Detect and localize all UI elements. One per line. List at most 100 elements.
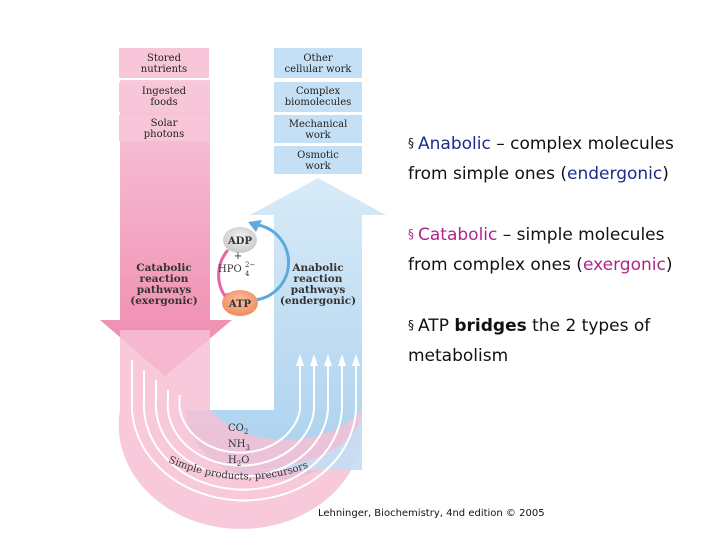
- svg-text:Anabolic: Anabolic: [291, 262, 343, 274]
- bullet-list: §Anabolic – complex molecules from simpl…: [408, 128, 708, 401]
- hpo-label: HPO: [218, 264, 242, 275]
- svg-text:H2O: H2O: [228, 455, 249, 468]
- bottom-curved-arrows: [130, 354, 360, 502]
- hpo-charge: 2−: [245, 261, 255, 269]
- box-osmotic-line2: work: [305, 161, 331, 172]
- svg-text:4: 4: [245, 270, 250, 278]
- citation: Lehninger, Biochemistry, 4nd edition © 2…: [318, 508, 545, 519]
- catabolic-arrow: [100, 80, 232, 376]
- svg-text:(endergonic): (endergonic): [280, 295, 356, 307]
- catabolic-label: Catabolic reaction pathways (exergonic): [130, 262, 197, 307]
- term-exergonic: exergonic: [582, 255, 666, 275]
- svg-text:Stored: Stored: [147, 53, 182, 64]
- anabolic-line4: (endergonic): [280, 295, 356, 307]
- svg-text:nutrients: nutrients: [141, 64, 187, 75]
- box-solar-photons-line2: photons: [144, 129, 184, 140]
- svg-text:foods: foods: [150, 97, 177, 108]
- co2-sub: 2: [244, 428, 248, 436]
- plus-sign: +: [234, 251, 242, 262]
- term-bridges: bridges: [454, 316, 527, 336]
- svg-text:pathways: pathways: [137, 284, 192, 296]
- anabolic-label: Anabolic reaction pathways (endergonic): [280, 262, 356, 307]
- box-other-cellular-work: [274, 48, 362, 78]
- box-mechanical-work: [274, 115, 362, 143]
- atp-desc-start: ATP: [418, 316, 455, 336]
- box-other-line1: Other: [303, 53, 333, 64]
- svg-text:NH3: NH3: [228, 439, 250, 452]
- anabolic-line3: pathways: [291, 284, 346, 296]
- bullet-anabolic: §Anabolic – complex molecules from simpl…: [408, 128, 708, 189]
- svg-text:Catabolic: Catabolic: [136, 262, 192, 274]
- term-catabolic: Catabolic: [418, 225, 498, 245]
- svg-text:photons: photons: [144, 129, 184, 140]
- atp-circle: [222, 290, 258, 316]
- atp-desc-end: the 2 types of metabolism: [408, 316, 651, 366]
- box-complex-biomolecules: [274, 82, 362, 112]
- cycle-arrow-left: [217, 249, 230, 301]
- co2-main: CO: [228, 423, 244, 434]
- adp-circle: [223, 227, 257, 253]
- svg-text:ADP: ADP: [227, 236, 252, 247]
- anabolic-line2: reaction: [294, 273, 343, 285]
- h2o-main: H: [228, 455, 237, 466]
- box-complex-line1: Complex: [296, 86, 341, 97]
- h2o-sub: 2: [237, 460, 241, 468]
- svg-text:work: work: [305, 130, 331, 141]
- bullet-marker-icon: §: [408, 318, 414, 332]
- box-ingested-foods-line1: Ingested: [142, 86, 187, 97]
- svg-text:Other: Other: [303, 53, 333, 64]
- adp-label: ADP: [227, 236, 252, 247]
- box-stored-nutrients-line1: Stored: [147, 53, 182, 64]
- term-endergonic: endergonic: [567, 164, 663, 184]
- right-product-boxes: Other cellular work Complex biomolecules…: [274, 48, 362, 174]
- bullet-catabolic: §Catabolic – simple molecules from compl…: [408, 219, 708, 280]
- svg-text:HPO: HPO: [218, 264, 242, 275]
- cycle-arrow-right: [254, 223, 291, 302]
- box-solar-photons: [119, 115, 209, 141]
- svg-text:CO2: CO2: [228, 423, 248, 436]
- svg-text:Complex: Complex: [296, 86, 341, 97]
- nh3-main: NH: [228, 439, 246, 450]
- svg-text:biomolecules: biomolecules: [285, 97, 352, 108]
- svg-text:cellular work: cellular work: [285, 64, 353, 75]
- box-osmotic-work: [274, 146, 362, 174]
- svg-text:Solar: Solar: [151, 118, 178, 129]
- svg-text:Ingested: Ingested: [142, 86, 187, 97]
- bullet-marker-icon: §: [408, 136, 414, 150]
- svg-text:ATP: ATP: [228, 299, 252, 310]
- anabolic-close: ): [662, 164, 669, 184]
- anabolic-arrow: [186, 178, 386, 480]
- svg-text:+: +: [234, 251, 242, 262]
- box-stored-nutrients-line2: nutrients: [141, 64, 187, 75]
- svg-text:2−: 2−: [245, 261, 255, 269]
- box-ingested-foods-line2: foods: [150, 97, 177, 108]
- catabolic-close: ): [665, 255, 673, 275]
- box-mechanical-line2: work: [305, 130, 331, 141]
- svg-text:reaction: reaction: [140, 273, 189, 285]
- bullet-atp: § ATP bridges the 2 types of metabolism: [408, 310, 708, 371]
- svg-text:Osmotic: Osmotic: [297, 150, 339, 161]
- atp-cycle: ADP + HPO 2− 4 ATP: [217, 220, 291, 316]
- catabolic-desc: – simple molecules from complex ones (: [408, 225, 665, 275]
- h2o-tail: O: [241, 455, 249, 466]
- svg-text:work: work: [305, 161, 331, 172]
- catabolic-line2: reaction: [140, 273, 189, 285]
- catabolic-line1: Catabolic: [136, 262, 192, 274]
- u-bottom: [118, 330, 362, 529]
- svg-text:(exergonic): (exergonic): [130, 295, 197, 307]
- nh3-sub: 3: [245, 444, 249, 452]
- svg-text:reaction: reaction: [294, 273, 343, 285]
- svg-text:Mechanical: Mechanical: [289, 119, 348, 130]
- simple-molecules: CO2 NH3 H2O: [228, 423, 250, 468]
- catabolic-line3: pathways: [137, 284, 192, 296]
- catabolic-line4: (exergonic): [130, 295, 197, 307]
- box-other-line2: cellular work: [285, 64, 353, 75]
- svg-text:pathways: pathways: [291, 284, 346, 296]
- box-solar-photons-line1: Solar: [151, 118, 178, 129]
- box-mechanical-line1: Mechanical: [289, 119, 348, 130]
- term-anabolic: Anabolic: [418, 134, 491, 154]
- hpo-subscript: 4: [245, 270, 250, 278]
- left-source-boxes: Stored nutrients Ingested foods Solar ph…: [119, 48, 209, 141]
- anabolic-line1: Anabolic: [291, 262, 343, 274]
